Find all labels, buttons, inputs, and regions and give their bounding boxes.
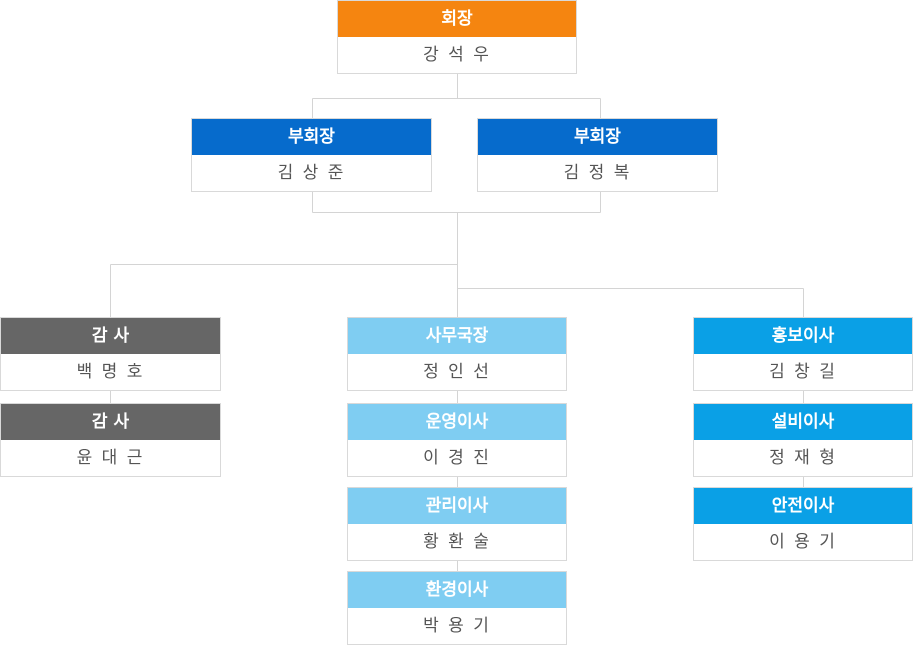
- node-safety-director: 안전이사 이 용 기: [693, 487, 913, 561]
- node-management-director: 관리이사 황 환 술: [347, 487, 567, 561]
- node-title: 감 사: [1, 318, 220, 354]
- node-title: 사무국장: [348, 318, 566, 354]
- node-name: 이 경 진: [348, 440, 566, 476]
- node-title: 부회장: [478, 119, 717, 155]
- node-chairman: 회장 강 석 우: [337, 0, 577, 74]
- node-name: 김 상 준: [192, 155, 431, 191]
- node-name: 김 정 복: [478, 155, 717, 191]
- node-name: 박 용 기: [348, 608, 566, 644]
- node-vice-chairman-1: 부회장 김 상 준: [191, 118, 432, 192]
- node-title: 홍보이사: [694, 318, 912, 354]
- node-vice-chairman-2: 부회장 김 정 복: [477, 118, 718, 192]
- node-name: 황 환 술: [348, 524, 566, 560]
- node-operations-director: 운영이사 이 경 진: [347, 403, 567, 477]
- node-auditor-2: 감 사 윤 대 근: [0, 403, 221, 477]
- node-title: 부회장: [192, 119, 431, 155]
- node-pr-director: 홍보이사 김 창 길: [693, 317, 913, 391]
- node-title: 운영이사: [348, 404, 566, 440]
- node-auditor-1: 감 사 백 명 호: [0, 317, 221, 391]
- node-name: 이 용 기: [694, 524, 912, 560]
- node-title: 환경이사: [348, 572, 566, 608]
- node-name: 정 재 형: [694, 440, 912, 476]
- connector-lines: [110, 74, 804, 571]
- node-title: 설비이사: [694, 404, 912, 440]
- node-name: 윤 대 근: [1, 440, 220, 476]
- node-title: 관리이사: [348, 488, 566, 524]
- node-name: 정 인 선: [348, 354, 566, 390]
- node-title: 감 사: [1, 404, 220, 440]
- node-facilities-director: 설비이사 정 재 형: [693, 403, 913, 477]
- node-environment-director: 환경이사 박 용 기: [347, 571, 567, 645]
- node-name: 백 명 호: [1, 354, 220, 390]
- node-title: 회장: [338, 1, 576, 37]
- node-secretary-general: 사무국장 정 인 선: [347, 317, 567, 391]
- node-name: 김 창 길: [694, 354, 912, 390]
- node-title: 안전이사: [694, 488, 912, 524]
- node-name: 강 석 우: [338, 37, 576, 73]
